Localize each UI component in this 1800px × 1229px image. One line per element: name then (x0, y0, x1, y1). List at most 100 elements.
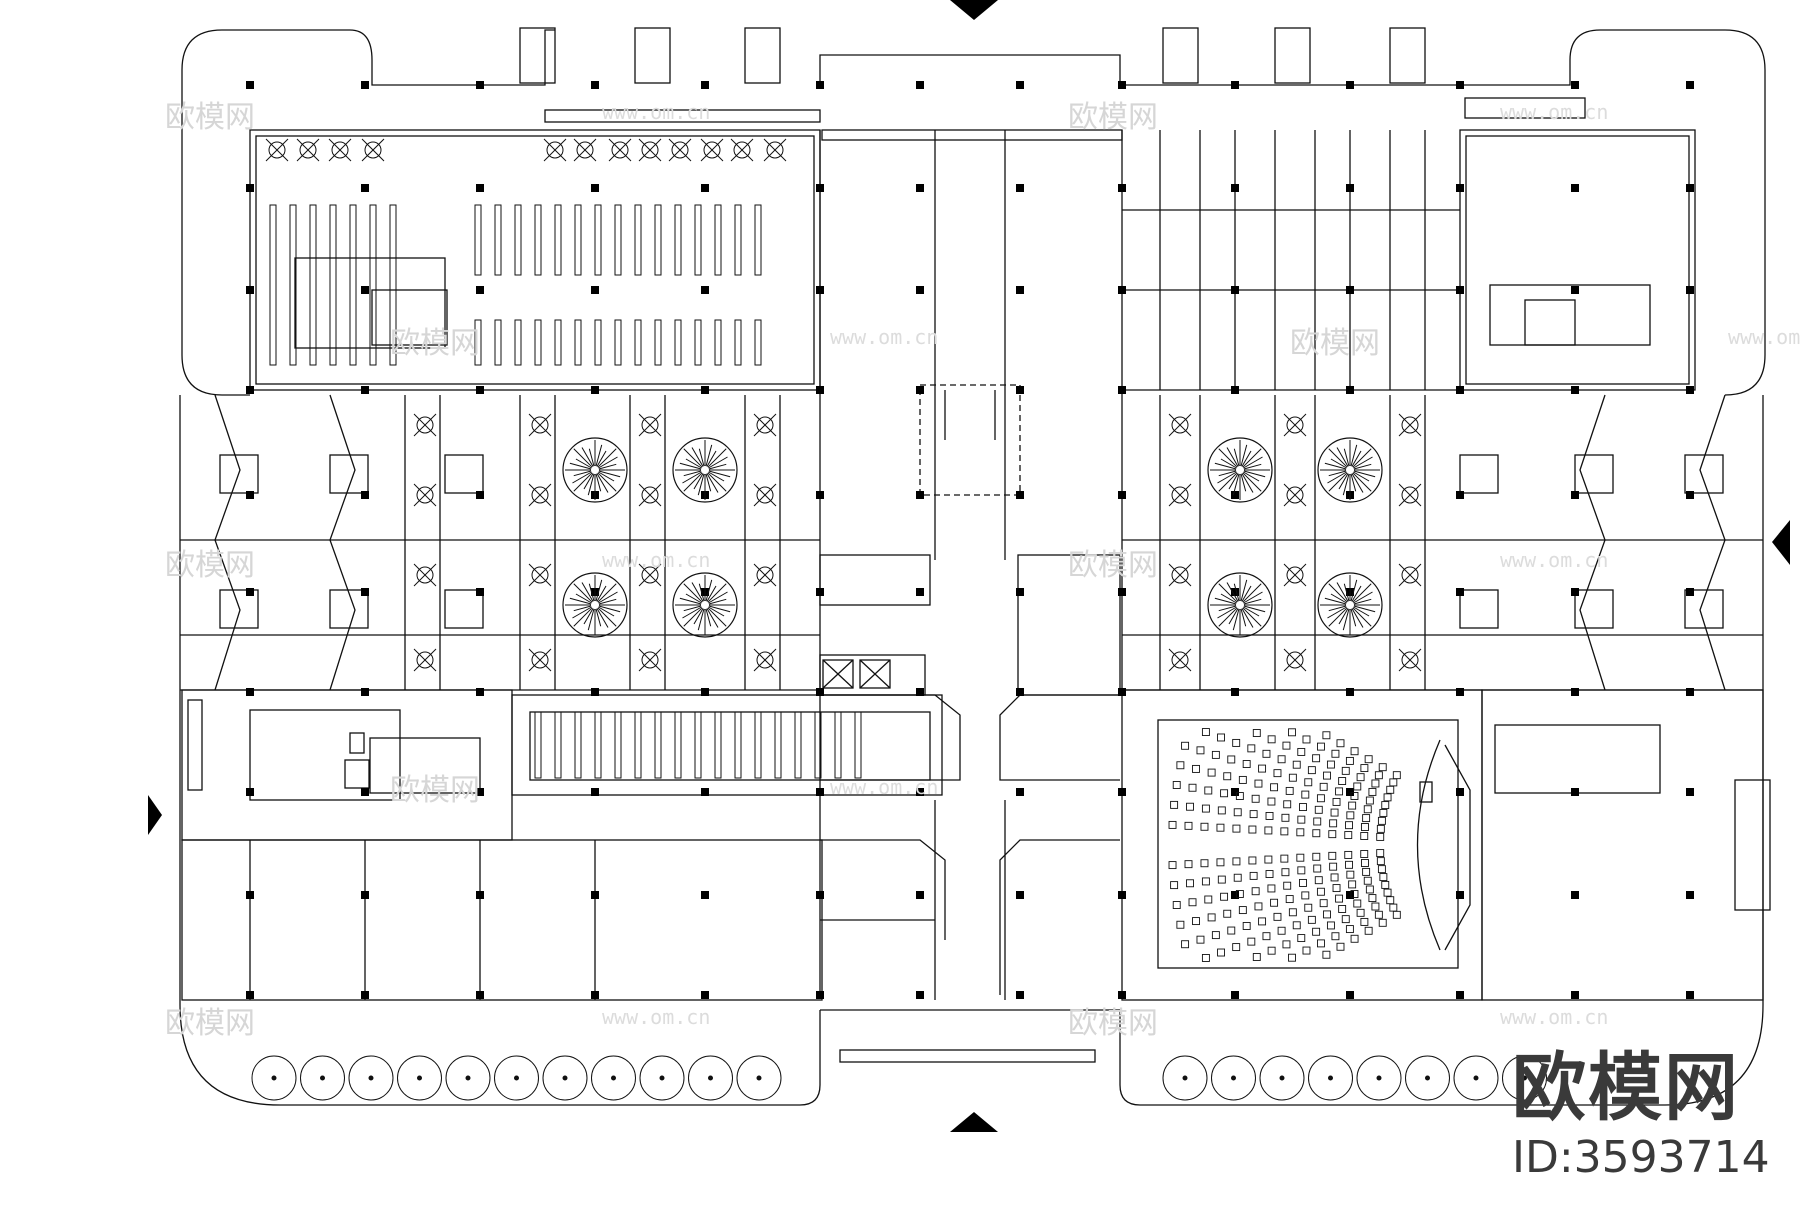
seat (1363, 876, 1372, 885)
seat (1288, 728, 1296, 737)
bookshelf (309, 204, 317, 366)
seat (1350, 747, 1359, 756)
column (1571, 386, 1579, 394)
table-symbol (638, 483, 662, 507)
seat (1362, 867, 1371, 876)
column (476, 184, 484, 192)
column (816, 788, 824, 796)
column (1016, 491, 1024, 499)
planter-center (514, 1075, 519, 1081)
seat (1220, 892, 1229, 901)
column (1016, 184, 1024, 192)
column (1231, 788, 1239, 796)
brand-logo: 欧模网 (1512, 1045, 1740, 1131)
bookshelf (694, 319, 702, 366)
seat (1371, 902, 1380, 911)
column (1346, 788, 1354, 796)
seat (1172, 781, 1181, 789)
table-symbol (361, 138, 385, 162)
seat (1312, 927, 1321, 936)
tree-symbol (1207, 572, 1273, 638)
seat (1181, 741, 1190, 750)
tree-symbol (1317, 572, 1383, 638)
seat (1365, 885, 1374, 894)
seat (1267, 735, 1276, 744)
column (476, 788, 484, 796)
seat (1323, 910, 1331, 919)
watermark-url: www.om.cn (1500, 100, 1609, 124)
column (1686, 991, 1694, 999)
column (361, 688, 369, 696)
column (1456, 386, 1464, 394)
seat (1377, 816, 1386, 825)
seat (1200, 822, 1209, 831)
bookshelf (269, 204, 277, 366)
column (1016, 588, 1024, 596)
planter-center (1182, 1075, 1188, 1081)
watermark-logo: 欧模网 (1068, 1006, 1158, 1041)
table-symbol (638, 138, 662, 162)
column (1346, 184, 1354, 192)
seat (1248, 825, 1257, 834)
planter (348, 1055, 394, 1101)
auditorium-seats (1168, 728, 1401, 962)
seat (1238, 775, 1247, 784)
bookshelf (574, 204, 582, 276)
seat (1227, 926, 1236, 935)
watermark-logo: 欧模网 (1068, 548, 1158, 583)
table-symbol (528, 483, 552, 507)
seat (1336, 942, 1345, 951)
column (916, 891, 924, 899)
seat (1379, 808, 1388, 817)
planter (1308, 1055, 1353, 1101)
seat (1350, 934, 1359, 943)
seat (1301, 790, 1310, 799)
seat (1304, 903, 1313, 912)
seat (1292, 760, 1301, 769)
column (1686, 386, 1694, 394)
tree-symbol (1207, 437, 1273, 503)
table-symbol (528, 563, 552, 587)
column (1118, 688, 1126, 696)
column (591, 286, 599, 294)
seat (1201, 728, 1210, 736)
column (1118, 286, 1126, 294)
column (1118, 386, 1126, 394)
column (1346, 891, 1354, 899)
bookshelf (534, 711, 542, 779)
table-symbol (638, 413, 662, 437)
column (1456, 588, 1464, 596)
seat (1346, 870, 1355, 879)
seat (1330, 808, 1339, 817)
column (591, 688, 599, 696)
column (1456, 491, 1464, 499)
column (701, 184, 709, 192)
table-symbol (328, 138, 352, 162)
seat (1207, 913, 1216, 922)
seat (1251, 887, 1260, 896)
seat (1223, 772, 1232, 781)
bookshelf (534, 319, 542, 366)
seat (1297, 934, 1306, 943)
bookshelf (494, 204, 502, 276)
bookshelf (774, 711, 782, 779)
watermark-url: www.om.cn (602, 100, 711, 124)
column (1686, 891, 1694, 899)
column (916, 788, 924, 796)
column (1456, 991, 1464, 999)
bookshelf (574, 319, 582, 366)
seat (1262, 749, 1271, 758)
column (361, 386, 369, 394)
column (1456, 891, 1464, 899)
column (1231, 286, 1239, 294)
column (1118, 991, 1126, 999)
column (701, 788, 709, 796)
seat (1273, 912, 1282, 921)
bookshelf (514, 204, 522, 276)
bookshelf (594, 204, 602, 276)
planter-center (271, 1075, 277, 1081)
column (1346, 386, 1354, 394)
column (246, 184, 254, 192)
seat (1350, 792, 1359, 800)
seat (1360, 850, 1369, 858)
